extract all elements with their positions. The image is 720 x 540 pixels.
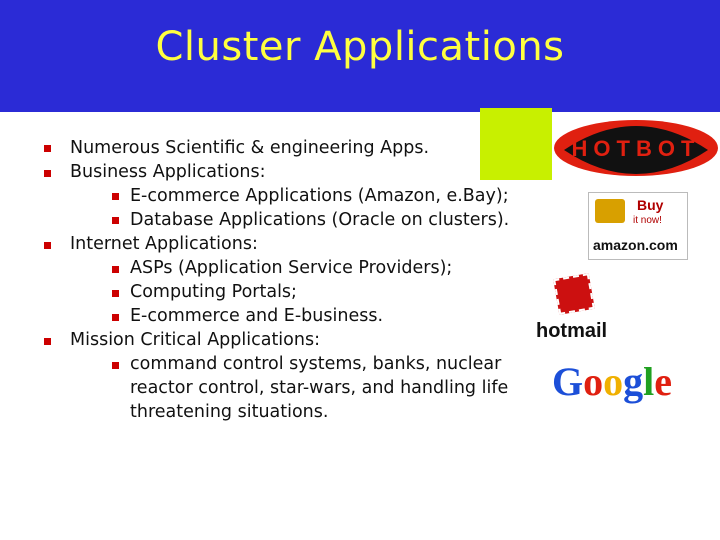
sub-bullet-item: Database Applications (Oracle on cluster…	[130, 210, 510, 230]
sub-bullet-marker	[112, 290, 119, 297]
book-icon	[595, 199, 625, 223]
slide-title: Cluster Applications	[155, 24, 565, 70]
stamp-icon	[553, 273, 595, 315]
sub-bullet-marker	[112, 217, 119, 224]
sub-bullet-item: E-commerce Applications (Amazon, e.Bay);	[130, 186, 509, 206]
accent-square	[480, 108, 552, 180]
bullet-marker	[44, 338, 51, 345]
sub-bullet-item: ASPs (Application Service Providers);	[130, 258, 453, 278]
sub-bullet-item-cont: threatening situations.	[130, 402, 329, 422]
bullet-item-3: Internet Applications:	[70, 234, 258, 254]
bullet-marker	[44, 170, 51, 177]
hotmail-logo: hotmail	[536, 272, 636, 344]
bullet-item-2: Business Applications:	[70, 162, 266, 182]
sub-bullet-marker	[112, 266, 119, 273]
amazon-logo: Buy it now! amazon.com	[588, 192, 688, 260]
amazon-wordmark: amazon.com	[593, 237, 678, 253]
google-o1: o	[583, 359, 604, 404]
sub-bullet-item-cont: reactor control, star-wars, and handling…	[130, 378, 509, 398]
amazon-it-now: it now!	[633, 215, 662, 226]
sub-bullet-marker	[112, 193, 119, 200]
bullet-item-1: Numerous Scientific & engineering Apps.	[70, 138, 430, 158]
bullet-item-4: Mission Critical Applications:	[70, 330, 320, 350]
hotbot-logo: HOTBOT	[552, 112, 720, 184]
sub-bullet-marker	[112, 362, 119, 369]
google-logo: Google	[552, 352, 720, 412]
hotmail-wordmark: hotmail	[536, 320, 608, 342]
google-o2: o	[603, 359, 624, 404]
google-l: l	[643, 359, 655, 404]
hotbot-text: HOTBOT	[572, 136, 701, 161]
amazon-buy: Buy	[637, 197, 664, 213]
google-e: e	[654, 359, 673, 404]
sub-bullet-marker	[112, 314, 119, 321]
bullet-marker	[44, 145, 51, 152]
google-wordmark: Google	[552, 352, 720, 412]
bullet-marker	[44, 242, 51, 249]
title-bar	[0, 0, 720, 112]
sub-bullet-item: Computing Portals;	[130, 282, 297, 302]
google-g2: g	[623, 359, 644, 404]
google-g: G	[552, 359, 584, 404]
sub-bullet-item: E-commerce and E-business.	[130, 306, 384, 326]
sub-bullet-item: command control systems, banks, nuclear	[130, 354, 502, 374]
